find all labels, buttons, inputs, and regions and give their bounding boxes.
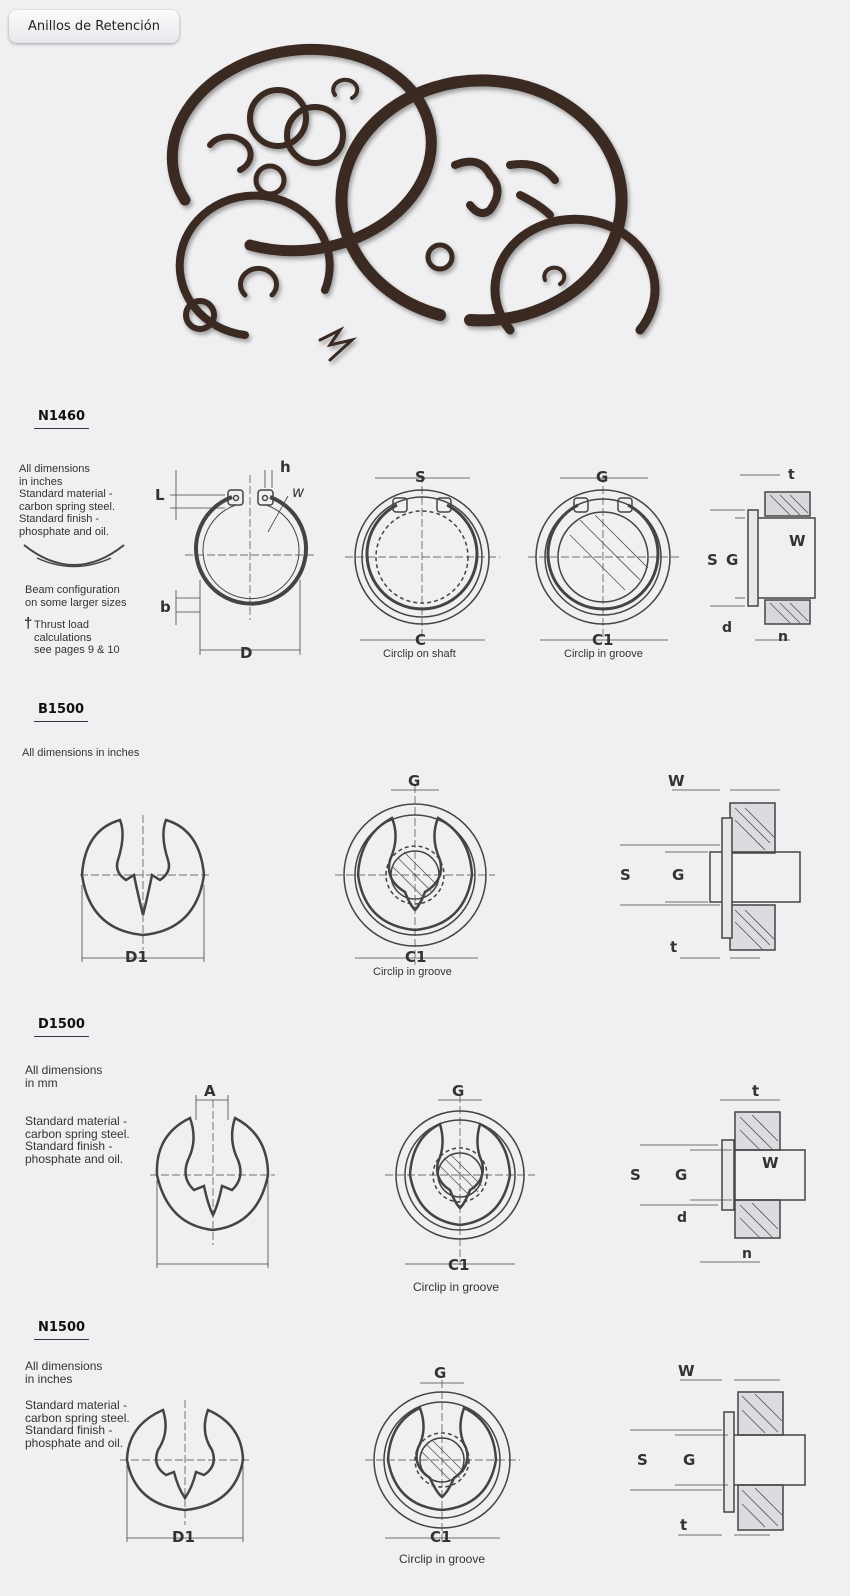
d1500-note-dims: All dimensions in mm bbox=[25, 1063, 103, 1090]
n1460-notes: All dimensions in inches Standard materi… bbox=[19, 463, 115, 538]
n1460-w: w bbox=[292, 483, 305, 501]
n1460-G: G bbox=[596, 468, 608, 486]
b1500-D1: D1 bbox=[125, 948, 148, 966]
n1500-C1: C1 bbox=[430, 1528, 451, 1546]
n1460-b: b bbox=[160, 598, 171, 616]
n1500-G2: G bbox=[683, 1451, 695, 1469]
n1460-C: C bbox=[415, 631, 426, 649]
n1460-caption-groove: Circlip in groove bbox=[564, 648, 643, 660]
b1500-t: t bbox=[670, 938, 677, 956]
tab-label: Anillos de Retención bbox=[28, 19, 160, 34]
n1500-drawing: D1 G C1 W S G t bbox=[120, 1362, 806, 1546]
n1460-D: D bbox=[240, 644, 252, 662]
n1500-S: S bbox=[637, 1451, 648, 1469]
n1500-W: W bbox=[678, 1362, 695, 1380]
d1500-G2: G bbox=[675, 1166, 687, 1184]
d1500-note-material: Standard material - carbon spring steel.… bbox=[25, 1114, 130, 1166]
d1500-n: n bbox=[742, 1246, 752, 1262]
d1500-S: S bbox=[630, 1166, 641, 1184]
thrust-note: Thrust load calculations see pages 9 & 1… bbox=[34, 619, 120, 656]
d1500-d: d bbox=[677, 1210, 687, 1226]
b1500-caption-groove: Circlip in groove bbox=[373, 966, 452, 978]
b1500-G: G bbox=[408, 772, 420, 790]
n1500-t: t bbox=[680, 1516, 687, 1534]
dagger-mark: † bbox=[24, 615, 33, 632]
n1460-W: W bbox=[789, 532, 806, 550]
b1500-G2: G bbox=[672, 866, 684, 884]
retaining-rings-photo bbox=[166, 43, 660, 362]
n1460-t: t bbox=[788, 467, 795, 483]
d1500-t: t bbox=[752, 1082, 759, 1100]
d1500-W: W bbox=[762, 1154, 779, 1172]
n1460-S2: S bbox=[707, 551, 718, 569]
page-tab[interactable]: Anillos de Retención bbox=[9, 10, 179, 43]
d1500-C1: C1 bbox=[448, 1256, 469, 1274]
n1460-n: n bbox=[778, 629, 788, 645]
n1500-note-dims: All dimensions in inches bbox=[25, 1359, 103, 1386]
n1460-L: L bbox=[155, 486, 165, 504]
section-title-n1460: N1460 bbox=[34, 409, 90, 429]
n1460-caption-shaft: Circlip on shaft bbox=[383, 648, 456, 660]
beam-note: Beam configuration on some larger sizes bbox=[25, 584, 127, 609]
n1460-d: d bbox=[722, 620, 732, 636]
b1500-C1: C1 bbox=[405, 948, 426, 966]
d1500-drawing: A G C1 t S G W d n bbox=[150, 1082, 806, 1274]
n1500-G: G bbox=[434, 1364, 446, 1382]
n1460-C1: C1 bbox=[592, 631, 613, 649]
d1500-A: A bbox=[204, 1082, 216, 1100]
section-title-n1500: N1500 bbox=[34, 1320, 90, 1340]
d1500-caption-groove: Circlip in groove bbox=[413, 1280, 500, 1294]
section-title-d1500: D1500 bbox=[34, 1017, 89, 1037]
d1500-G: G bbox=[452, 1082, 464, 1100]
n1460-drawing: L h w b D S C G C1 t W S G d n bbox=[155, 458, 816, 662]
b1500-drawing: D1 G C1 W S G t bbox=[80, 772, 801, 966]
b1500-S: S bbox=[620, 866, 631, 884]
n1500-note-material: Standard material - carbon spring steel.… bbox=[25, 1398, 130, 1450]
n1460-S: S bbox=[415, 468, 426, 486]
n1500-caption-groove: Circlip in groove bbox=[399, 1552, 486, 1566]
b1500-note: All dimensions in inches bbox=[22, 747, 140, 759]
beam-configuration-figure bbox=[23, 544, 125, 568]
n1460-h: h bbox=[280, 458, 291, 476]
b1500-W: W bbox=[668, 772, 685, 790]
n1460-G2: G bbox=[726, 551, 738, 569]
n1500-D1: D1 bbox=[172, 1528, 195, 1546]
section-title-b1500: B1500 bbox=[34, 702, 89, 722]
